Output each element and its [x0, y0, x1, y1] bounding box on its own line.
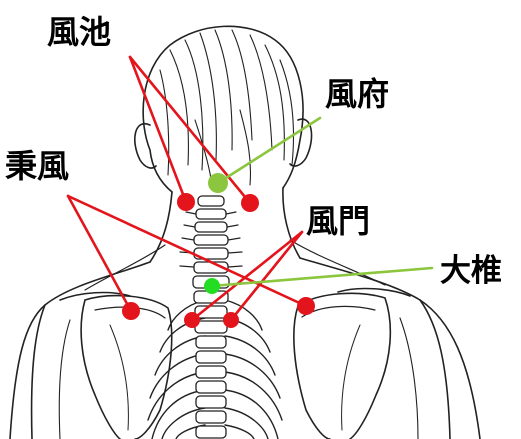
heifu-point-right: [297, 297, 315, 315]
neck-right: [283, 188, 300, 258]
body-illustration: [10, 26, 480, 439]
heifu-point-left: [122, 302, 140, 320]
fumon-point-right: [223, 312, 239, 328]
fufu-point: [208, 173, 228, 193]
heifu-line-left: [68, 196, 131, 311]
fuchi-point-left: [177, 193, 195, 211]
fumon-point-left: [184, 312, 200, 328]
label-fufu: 風府: [325, 75, 389, 113]
fuchi-point-right: [241, 194, 259, 212]
label-daitsui: 大椎: [440, 253, 502, 289]
neck-left: [150, 192, 172, 262]
label-fumon: 風門: [306, 202, 370, 240]
label-fuchi: 風池: [47, 13, 111, 51]
daitsui-point: [204, 278, 220, 294]
label-heifu: 秉風: [5, 147, 69, 185]
